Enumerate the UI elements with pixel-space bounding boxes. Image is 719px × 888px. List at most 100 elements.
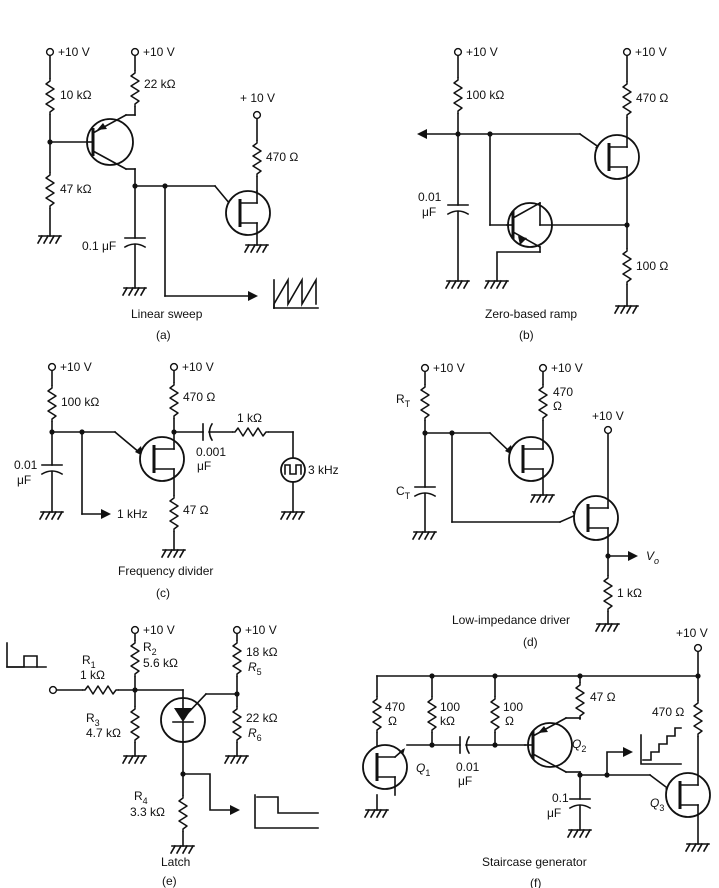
ujt-transistor-icon [665, 772, 711, 818]
resistor-label: 470 Ω [266, 150, 298, 164]
output-label: 1 kHz [117, 507, 148, 521]
pnp-transistor-icon [527, 722, 573, 768]
ground-icon [122, 755, 147, 764]
resistor-label: 470 Ω [183, 390, 215, 404]
capacitor-label: 0.01 [14, 458, 38, 472]
output-step-waveform-icon [254, 794, 319, 829]
resistor-label: 10 kΩ [60, 88, 92, 102]
resistor-label: 100 kΩ [466, 88, 504, 102]
panel-c-frequency-divider: +10 V +10 V 100 kΩ 0.01 μF 1 kHz 470 Ω 4… [14, 360, 339, 600]
resistor-icon [130, 639, 140, 678]
supply-label: +10 V [433, 361, 465, 375]
supply-terminal-icon [232, 625, 242, 635]
resistor-label: 470 Ω [652, 705, 684, 719]
sawtooth-waveform-icon [273, 277, 317, 309]
supply-label: +10 V [635, 45, 667, 59]
resistor-icon [420, 383, 430, 422]
resistor-label: 100 Ω [636, 259, 668, 273]
ground-icon [484, 280, 509, 289]
capacitor-label: CT [396, 484, 411, 501]
supply-terminal-icon [130, 47, 140, 57]
supply-label: +10 V [143, 623, 175, 637]
ground-icon [412, 531, 437, 540]
resistor-label: 100 [440, 700, 460, 714]
resistor-icon [232, 639, 242, 678]
ground-icon [280, 511, 305, 520]
ujt-transistor-icon [139, 436, 185, 482]
resistor-label: 47 kΩ [60, 182, 92, 196]
supply-terminal-icon [603, 425, 613, 435]
supply-label: + 10 V [240, 91, 275, 105]
resistor-label: R6 [248, 726, 262, 743]
ground-icon [364, 809, 389, 818]
ground-icon [170, 845, 195, 854]
resistor-label: 47 Ω [590, 690, 616, 704]
ground-icon [685, 843, 710, 852]
supply-terminal-icon [252, 110, 262, 120]
figure-tag: (b) [519, 328, 534, 342]
resistor-icon [178, 794, 188, 833]
ground-icon [567, 829, 592, 838]
input-pulse-waveform-icon [6, 642, 47, 668]
resistor-icon [453, 76, 463, 115]
resistor-icon [45, 77, 55, 116]
resistor-icon [603, 574, 613, 613]
ground-icon [161, 549, 186, 558]
resistor-icon [622, 247, 632, 286]
figure-tag: (e) [162, 874, 177, 888]
supply-terminal-icon [130, 625, 140, 635]
supply-terminal-icon [453, 47, 463, 57]
resistor-icon [490, 695, 500, 734]
resistor-label: 22 kΩ [144, 77, 176, 91]
capacitor-unit: μF [422, 205, 436, 219]
resistor-label: 100 [503, 700, 523, 714]
resistor-value: 5.6 kΩ [143, 656, 178, 670]
resistor-label: R3 [86, 711, 100, 728]
ground-icon [37, 235, 62, 244]
ground-icon [614, 305, 639, 314]
capacitor-unit: μF [458, 774, 472, 788]
ground-icon [595, 623, 620, 632]
supply-terminal-icon [420, 363, 430, 373]
figure-tag: (f) [530, 876, 541, 888]
resistor-icon [232, 705, 242, 744]
ground-icon [224, 755, 249, 764]
ground-icon [39, 511, 64, 520]
supply-label: +10 V [58, 45, 90, 59]
resistor-value: 22 kΩ [246, 711, 278, 725]
supply-label: +10 V [592, 409, 624, 423]
supply-label: +10 V [676, 626, 708, 640]
capacitor-label: 0.1 [552, 791, 569, 805]
transistor-label: Q3 [650, 796, 664, 813]
supply-label: +10 V [143, 45, 175, 59]
resistor-unit: Ω [505, 714, 514, 728]
ujt-transistor-icon [594, 134, 640, 180]
resistor-label: 470 Ω [636, 91, 668, 105]
resistor-value: 18 kΩ [246, 645, 278, 659]
resistor-value: 3.3 kΩ [130, 805, 165, 819]
ground-icon [530, 494, 555, 503]
supply-label: +10 V [245, 623, 277, 637]
ujt-transistor-icon [508, 436, 554, 482]
ground-icon [244, 244, 269, 253]
resistor-icon [231, 427, 270, 437]
transistor-label: Q2 [572, 737, 586, 754]
resistor-value: 1 kΩ [80, 668, 105, 682]
resistor-icon [169, 381, 179, 420]
resistor-icon [169, 494, 179, 533]
panel-e-latch: R1 1 kΩ +10 V R2 5.6 kΩ R3 4.7 kΩ +10 V … [6, 623, 319, 888]
supply-label: +10 V [60, 360, 92, 374]
resistor-icon [622, 80, 632, 119]
figure-tag: (a) [156, 328, 171, 342]
resistor-icon [693, 699, 703, 738]
resistor-label: R2 [143, 640, 157, 657]
supply-terminal-icon [622, 47, 632, 57]
figure-tag: (d) [523, 635, 538, 649]
resistor-icon [575, 681, 585, 720]
resistor-label: 47 Ω [183, 503, 209, 517]
resistor-icon [372, 695, 382, 734]
resistor-label: R4 [134, 789, 148, 806]
supply-label: +10 V [551, 361, 583, 375]
resistor-unit: Ω [553, 399, 562, 413]
